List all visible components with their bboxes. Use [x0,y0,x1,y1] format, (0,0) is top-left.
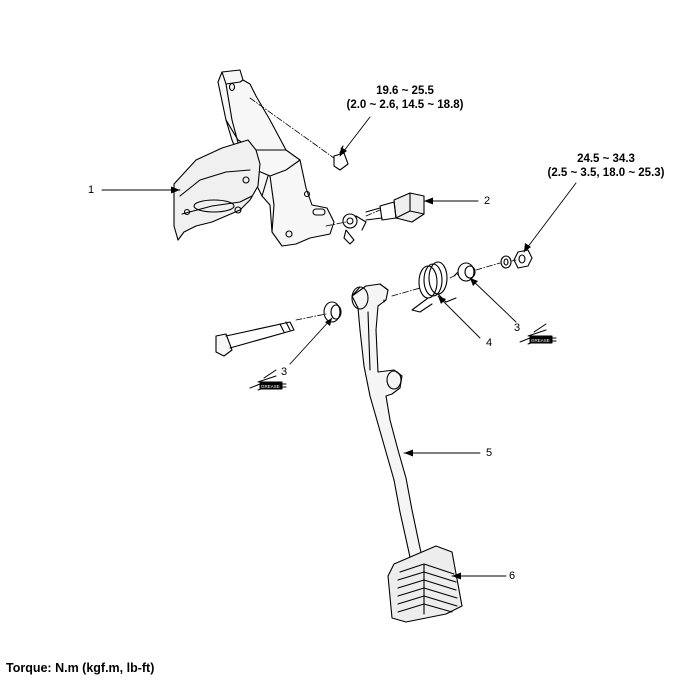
leader-lines [101,116,577,577]
callout-2: 2 [484,195,491,207]
callout-6: 6 [509,570,516,582]
callout-3-left: 3 [281,366,288,378]
grease-gun-icon [519,323,557,345]
bushing-left [323,301,342,323]
spacer-washer [500,255,512,269]
return-spring [411,261,457,313]
bushing-right [453,262,476,282]
assembly-centerlines [249,97,517,321]
torque-spec-bolt-nm: 19.6 ~ 25.5 [376,85,434,97]
grease-tag-right: GREASE [531,338,550,343]
pedal-bracket [173,69,335,247]
callout-3-right: 3 [514,322,521,334]
callout-5: 5 [486,447,493,459]
pedal-arm [351,283,427,577]
leader-arrowheads [171,147,531,580]
torque-spec-nut-conv: (2.5 ~ 3.5, 18.0 ~ 25.3) [547,167,665,179]
torque-spec-bolt: 19.6 ~ 25.5 (2.0 ~ 2.6, 14.5 ~ 18.8) [330,84,480,112]
callout-4: 4 [486,337,493,349]
torque-spec-nut: 24.5 ~ 34.3 (2.5 ~ 3.5, 18.0 ~ 25.3) [526,152,686,180]
pivot-bolt [215,321,295,357]
lock-nut [513,249,533,269]
torque-unit-legend: Torque: N.m (kgf.m, lb-ft) [6,661,155,675]
grease-gun-icon [249,369,287,391]
torque-spec-bolt-conv: (2.0 ~ 2.6, 14.5 ~ 18.8) [346,99,464,111]
callout-1: 1 [88,184,95,196]
pedal-pad [387,545,463,623]
grease-tag-left: GREASE [261,384,280,389]
pedal-switch [365,192,425,223]
torque-spec-nut-nm: 24.5 ~ 34.3 [577,153,635,165]
switch-clip [342,213,367,245]
